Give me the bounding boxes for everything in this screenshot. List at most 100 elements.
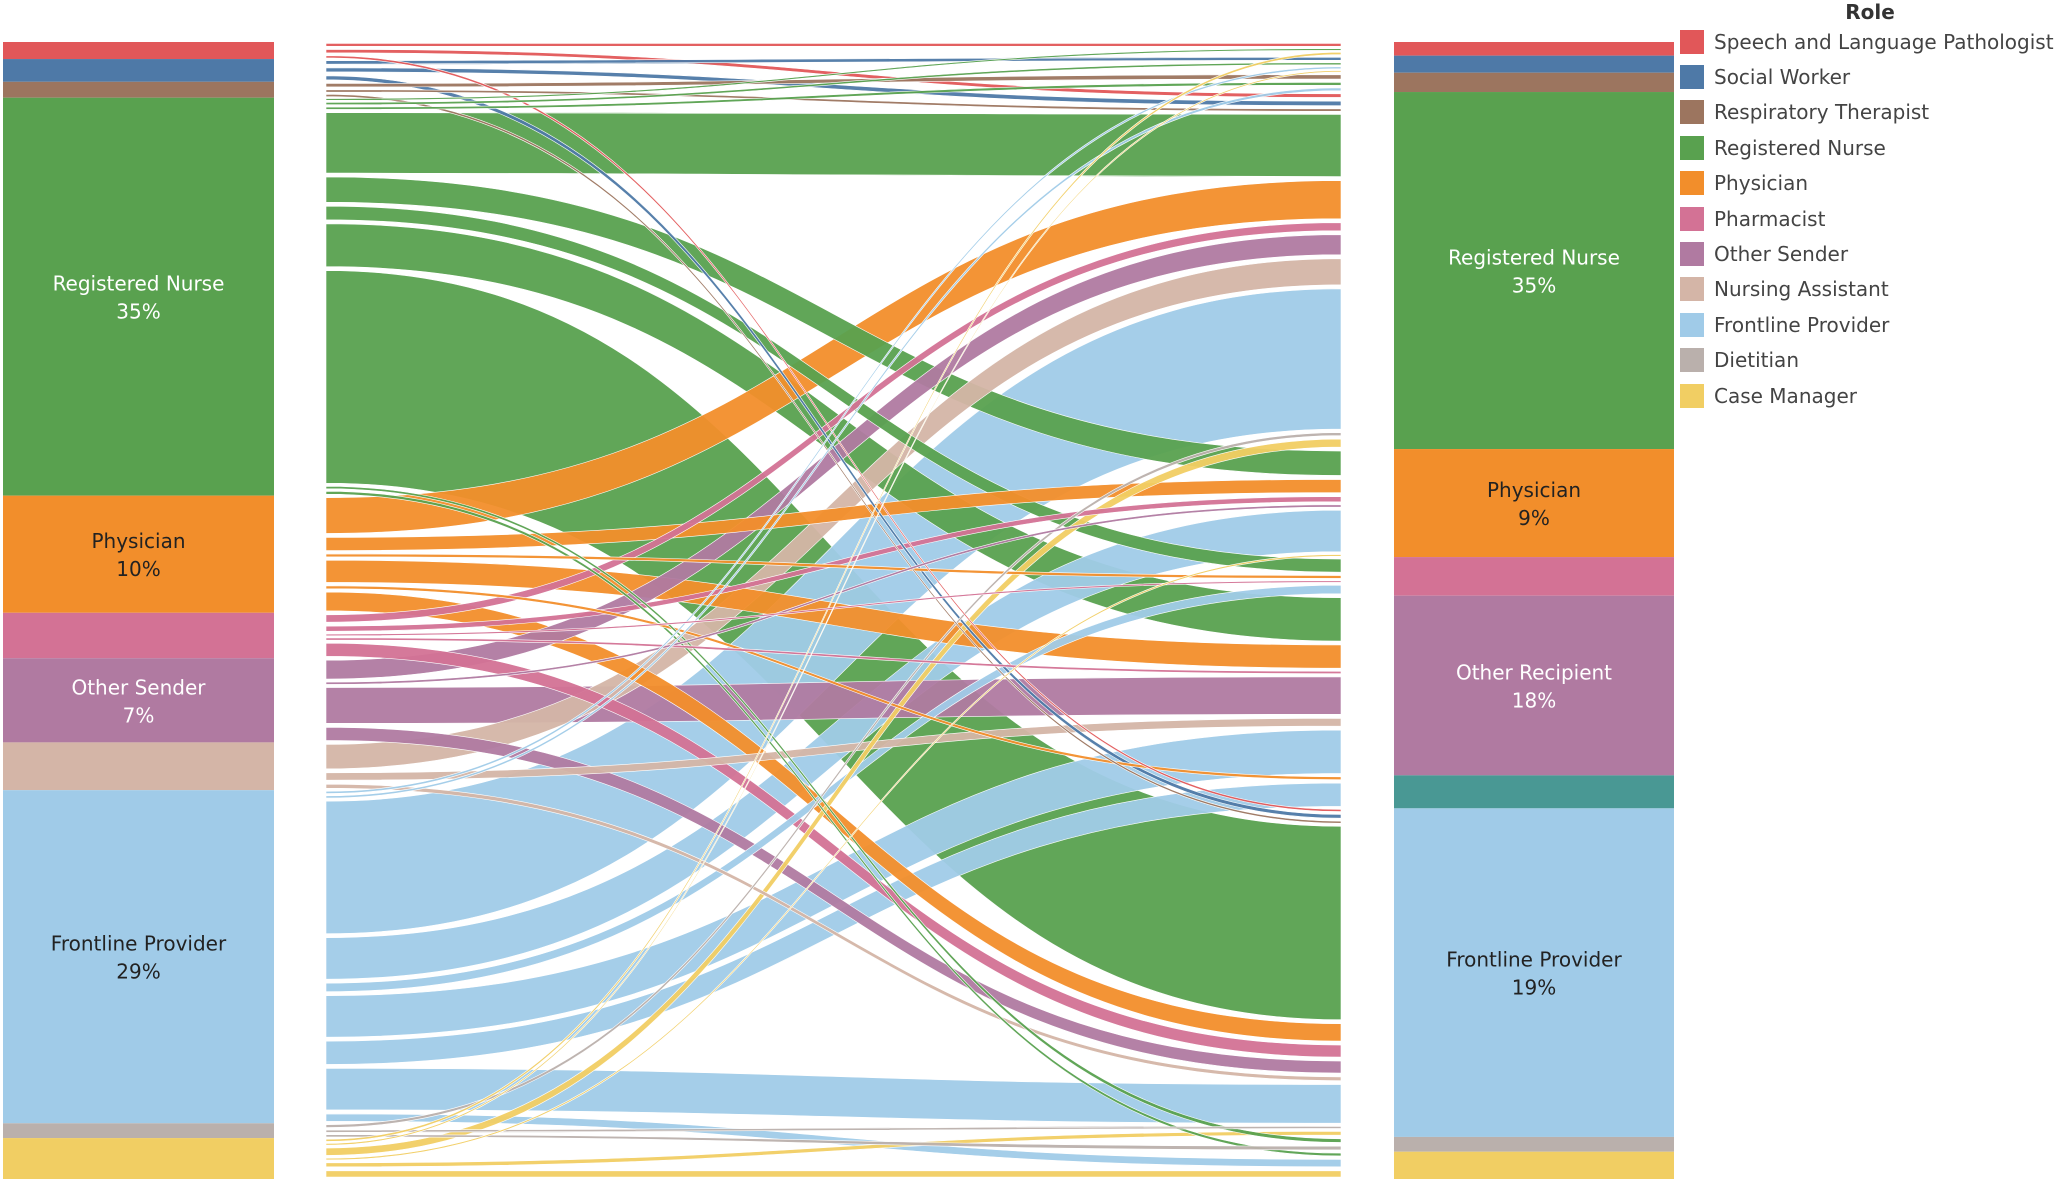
sender-segment[interactable] <box>3 612 274 659</box>
legend-swatch <box>1680 383 1704 408</box>
flow-ribbon[interactable] <box>325 554 1342 1161</box>
legend-item[interactable]: Respiratory Therapist <box>1680 95 2056 130</box>
sender-segment-pct: 35% <box>116 300 160 324</box>
flow-ribbon[interactable] <box>325 82 1342 110</box>
flow-ribbon[interactable] <box>325 48 1342 101</box>
recipient-segment[interactable] <box>1394 42 1674 56</box>
legend-label: Respiratory Therapist <box>1714 100 1930 125</box>
flow-ribbon[interactable] <box>325 1068 1342 1124</box>
legend-item[interactable]: Pharmacist <box>1680 201 2056 236</box>
flow-ribbons <box>325 43 1342 1178</box>
flow-ribbon[interactable] <box>325 112 1342 177</box>
sender-segment[interactable] <box>3 790 274 1124</box>
sender-segment-label: Registered Nurse <box>53 272 225 296</box>
flow-ribbon[interactable] <box>325 51 1342 1142</box>
legend-label: Case Manager <box>1714 383 1857 408</box>
legend-label: Pharmacist <box>1714 206 1826 231</box>
flow-ribbon[interactable] <box>325 222 1342 623</box>
legend-swatch <box>1680 348 1704 373</box>
flow-ribbon[interactable] <box>325 55 1342 812</box>
sender-segment[interactable] <box>3 59 274 82</box>
recipient-segment[interactable] <box>1394 775 1674 809</box>
legend-item[interactable]: Dietitian <box>1680 343 2056 378</box>
flow-ribbon[interactable] <box>325 87 1342 799</box>
legend-swatch <box>1680 65 1704 90</box>
flow-ribbon[interactable] <box>325 75 1342 819</box>
flow-ribbon[interactable] <box>325 642 1342 1058</box>
flow-ribbon[interactable] <box>325 62 1342 106</box>
recipient-segment-label: Other Recipient <box>1456 661 1612 685</box>
flow-ribbon[interactable] <box>325 1134 1342 1151</box>
sender-segment-label: Physician <box>91 529 185 553</box>
recipient-segment-pct: 18% <box>1512 689 1556 713</box>
sender-segment-pct: 7% <box>123 703 155 727</box>
flow-ribbon[interactable] <box>325 438 1342 1156</box>
flow-ribbon[interactable] <box>325 637 1342 675</box>
recipient-segment[interactable] <box>1394 595 1674 776</box>
flow-ribbon[interactable] <box>325 591 1342 1042</box>
legend-item[interactable]: Nursing Assistant <box>1680 272 2056 307</box>
legend-item[interactable]: Registered Nurse <box>1680 130 2056 165</box>
recipient-segment[interactable] <box>1394 557 1674 596</box>
recipient-segment-pct: 9% <box>1518 506 1550 530</box>
legend-swatch <box>1680 29 1704 54</box>
flow-ribbon[interactable] <box>325 504 1342 685</box>
flow-ribbon[interactable] <box>325 70 1342 1146</box>
legend-label: Other Sender <box>1714 242 1849 267</box>
recipient-segment[interactable] <box>1394 55 1674 73</box>
flow-ribbon[interactable] <box>325 1170 1342 1178</box>
flow-ribbon[interactable] <box>325 176 1342 476</box>
flow-ribbon[interactable] <box>325 43 1342 47</box>
legend-item[interactable]: Case Manager <box>1680 378 2056 413</box>
flow-ribbon[interactable] <box>325 782 1342 1065</box>
flow-ribbon[interactable] <box>325 234 1342 680</box>
legend-item[interactable]: Social Worker <box>1680 59 2056 94</box>
legend-label: Dietitian <box>1714 348 1799 373</box>
flow-ribbon[interactable] <box>325 180 1342 534</box>
flow-ribbon[interactable] <box>325 205 1342 573</box>
flow-ribbon[interactable] <box>325 496 1342 632</box>
recipient-segment[interactable] <box>1394 92 1674 450</box>
legend-item[interactable]: Physician <box>1680 166 2056 201</box>
sender-segment[interactable] <box>3 495 274 613</box>
flow-ribbon[interactable] <box>325 729 1342 1038</box>
sender-segment[interactable] <box>3 81 274 98</box>
flow-ribbon[interactable] <box>325 432 1342 1128</box>
flow-ribbon[interactable] <box>325 553 1342 579</box>
recipient-segment[interactable] <box>1394 449 1674 558</box>
flow-ribbon[interactable] <box>325 66 1342 794</box>
flow-ribbon[interactable] <box>325 490 1342 1157</box>
legend-label: Physician <box>1714 171 1809 196</box>
recipient-segment-pct: 35% <box>1512 274 1556 298</box>
flow-ribbon[interactable] <box>325 717 1342 781</box>
legend-item[interactable]: Speech and Language Pathologist <box>1680 24 2056 59</box>
recipient-segment[interactable] <box>1394 1136 1674 1152</box>
sender-segment[interactable] <box>3 1138 274 1179</box>
sender-segment[interactable] <box>3 658 274 743</box>
sender-segment[interactable] <box>3 42 274 60</box>
flow-ribbon[interactable] <box>325 67 1342 106</box>
sender-segment[interactable] <box>3 742 274 791</box>
legend-item[interactable]: Other Sender <box>1680 236 2056 271</box>
recipient-segment[interactable] <box>1394 808 1674 1137</box>
flow-ribbon[interactable] <box>325 1131 1342 1168</box>
recipient-segment[interactable] <box>1394 72 1674 93</box>
recipient-segment-pct: 19% <box>1512 976 1556 1000</box>
flow-ribbon[interactable] <box>325 56 1342 65</box>
legend-label: Frontline Provider <box>1714 312 1890 337</box>
flow-ribbon[interactable] <box>325 94 1342 824</box>
sender-segment[interactable] <box>3 97 274 496</box>
legend-label: Social Worker <box>1714 65 1851 90</box>
recipient-segment[interactable] <box>1394 1151 1674 1179</box>
flow-ribbon[interactable] <box>325 74 1342 88</box>
flow-ribbon[interactable] <box>325 89 1342 112</box>
legend-item[interactable]: Frontline Provider <box>1680 307 2056 342</box>
flow-ribbon[interactable] <box>325 479 1342 551</box>
flow-ribbon[interactable] <box>325 727 1342 1074</box>
sender-segment[interactable] <box>3 1123 274 1139</box>
legend-title: Role <box>1845 0 1895 24</box>
legend-swatch <box>1680 242 1704 267</box>
sender-segment-pct: 29% <box>116 960 160 984</box>
